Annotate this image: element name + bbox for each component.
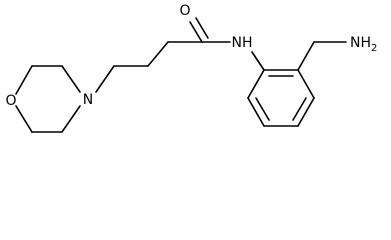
amine-h-count: 2 xyxy=(371,43,377,54)
chain-bond xyxy=(147,41,169,67)
benzene-bond xyxy=(247,97,265,127)
benzene-bond xyxy=(247,69,265,99)
benzene-bond xyxy=(297,69,315,99)
aminomethyl-bond xyxy=(297,41,315,71)
bond-lines xyxy=(15,17,347,133)
morpholine-bond xyxy=(61,65,81,93)
morpholine-nitrogen-label: N xyxy=(83,92,93,108)
n-aryl-bond xyxy=(251,51,265,71)
morpholine-bond xyxy=(61,105,81,133)
morpholine-bond xyxy=(15,65,33,95)
carbonyl-bond xyxy=(195,17,209,39)
morpholine-bond xyxy=(15,105,33,133)
chain-bond xyxy=(95,65,115,93)
benzene-inner-bond xyxy=(255,97,270,121)
benzene-inner-bond xyxy=(292,97,307,121)
chemical-structure: O N O NH NH2 xyxy=(5,3,377,133)
atom-labels: O N O NH NH2 xyxy=(5,3,377,109)
carbonyl-oxygen-label: O xyxy=(179,3,190,19)
carbonyl-bond xyxy=(189,21,203,43)
amine-nh-text: NH xyxy=(350,35,371,51)
amide-nh-label: NH xyxy=(232,35,253,51)
benzene-bond xyxy=(297,97,315,127)
morpholine-oxygen-label: O xyxy=(5,93,16,109)
amine-label: NH2 xyxy=(350,35,377,54)
